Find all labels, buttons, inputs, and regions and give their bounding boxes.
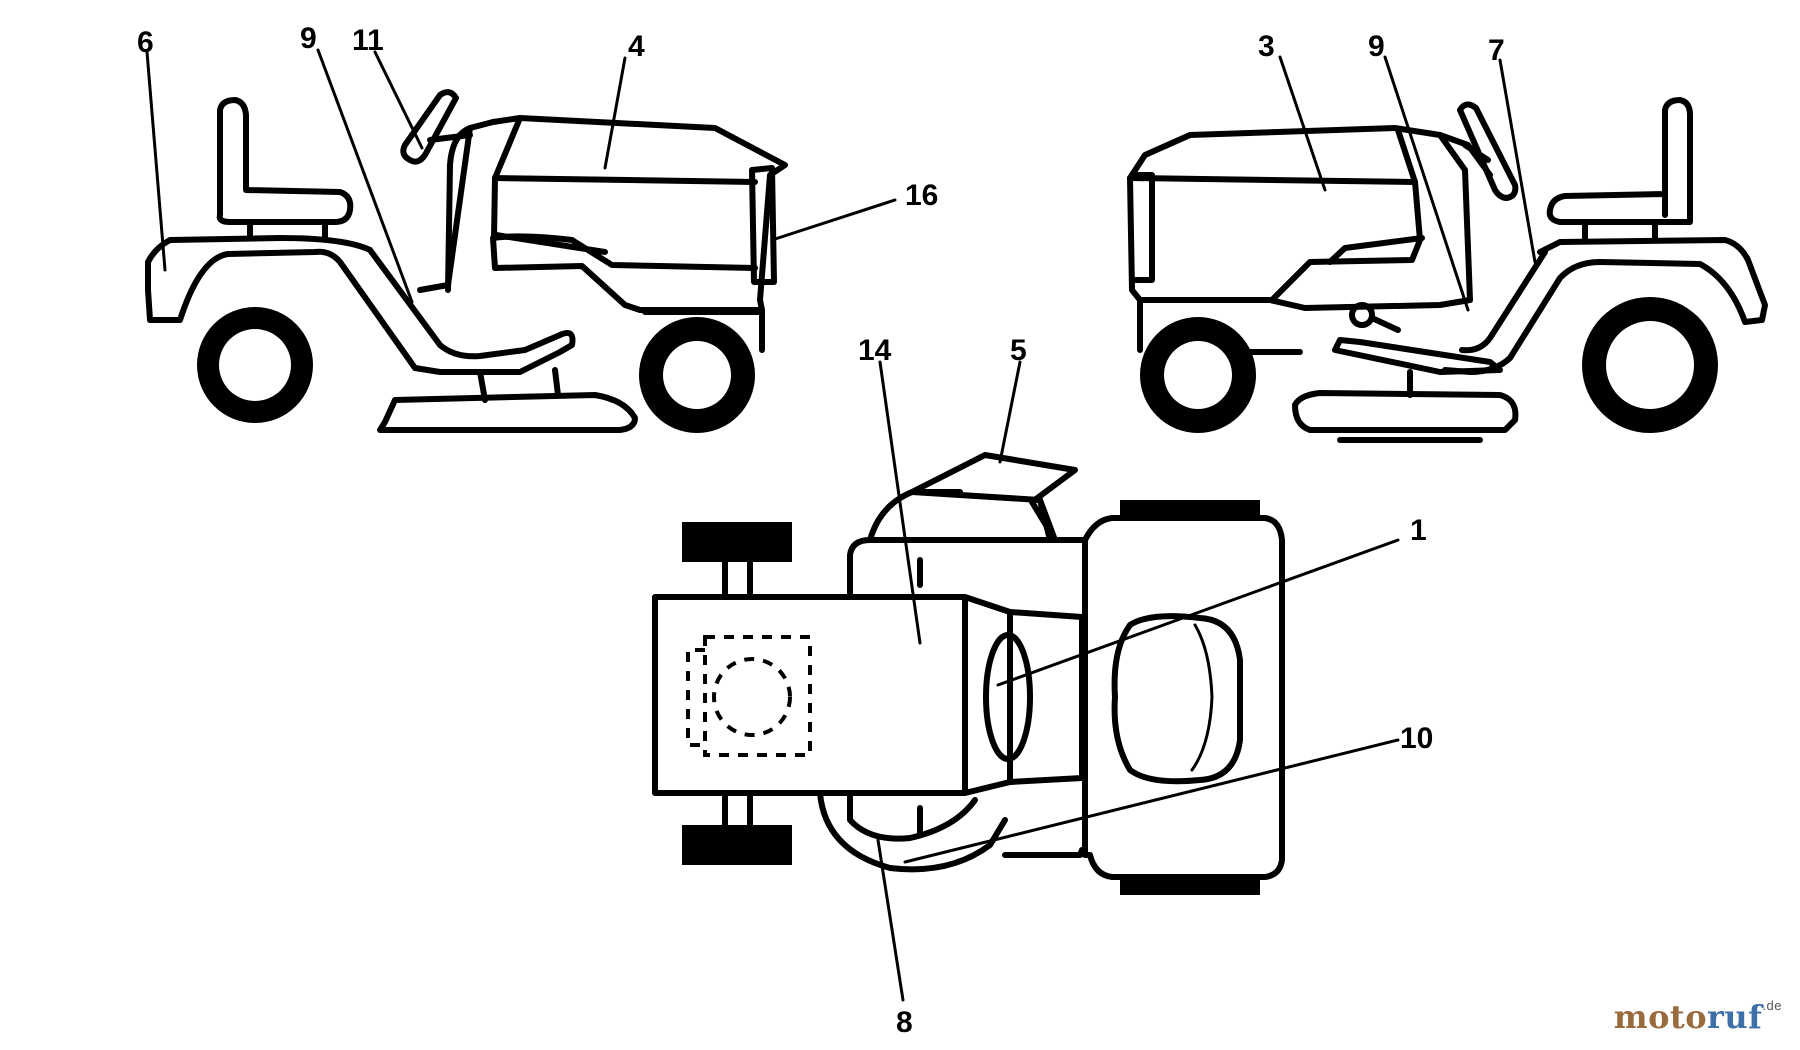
callout-3: 3 (1258, 30, 1275, 63)
watermark-suffix: .de (1762, 998, 1782, 1013)
leader-lines (145, 48, 1537, 1002)
tractor-right-view (1127, 97, 1768, 443)
watermark-part1: moto (1613, 998, 1708, 1036)
leader-4 (603, 56, 627, 170)
callout-14: 14 (858, 334, 892, 367)
leader-9-left (316, 48, 414, 304)
callout-1: 1 (1410, 514, 1427, 547)
leader-9-right (1383, 55, 1470, 312)
lever-knob-right (1349, 302, 1375, 328)
tractor-top-view (652, 452, 1285, 895)
seat-left (216, 97, 354, 225)
rear-body-top (1002, 515, 1285, 880)
callout-4: 4 (628, 30, 645, 63)
steering-top (983, 632, 1033, 762)
callout-11: 11 (352, 24, 384, 57)
rear-tire-bottom (1120, 875, 1260, 895)
callout-5: 5 (1010, 334, 1027, 367)
leader-10 (903, 738, 1400, 864)
discharge-chute-top (909, 452, 1078, 543)
rear-tire-top (1120, 500, 1260, 520)
mower-deck-right (1292, 390, 1519, 433)
callout-9-left: 9 (300, 22, 317, 55)
leader-8 (876, 838, 905, 1002)
steering-wheel-left (400, 89, 459, 165)
front-tire-bottom-left (682, 825, 792, 865)
leader-11 (373, 50, 424, 150)
leader-16 (770, 198, 897, 242)
body-left (145, 235, 576, 375)
callout-16: 16 (905, 179, 938, 212)
leader-6 (145, 50, 167, 272)
callout-9-right: 9 (1368, 30, 1385, 63)
callout-6: 6 (137, 26, 154, 59)
seat-top (1111, 613, 1243, 785)
leader-3 (1278, 55, 1327, 192)
leader-5 (998, 360, 1022, 464)
mower-deck-left (377, 392, 638, 433)
callout-8: 8 (896, 1006, 913, 1039)
callout-numbers: 6 9 11 4 16 3 9 7 14 5 1 10 8 (137, 22, 1505, 1039)
front-tire-top-left (682, 522, 792, 562)
callout-10: 10 (1400, 722, 1433, 755)
steering-wheel-right (1457, 101, 1519, 201)
leader-14 (878, 360, 922, 645)
callout-7: 7 (1488, 34, 1505, 67)
seat-right (1546, 97, 1693, 225)
leader-7 (1498, 58, 1537, 264)
body-right (1442, 237, 1768, 375)
engine-outline-dashed (703, 635, 812, 757)
watermark-part2: ruf (1707, 998, 1763, 1036)
tractor-left-view (145, 89, 788, 433)
watermark-logo: motoruf.de (1614, 998, 1782, 1036)
leader-1 (996, 538, 1400, 687)
hood-left (490, 115, 788, 313)
